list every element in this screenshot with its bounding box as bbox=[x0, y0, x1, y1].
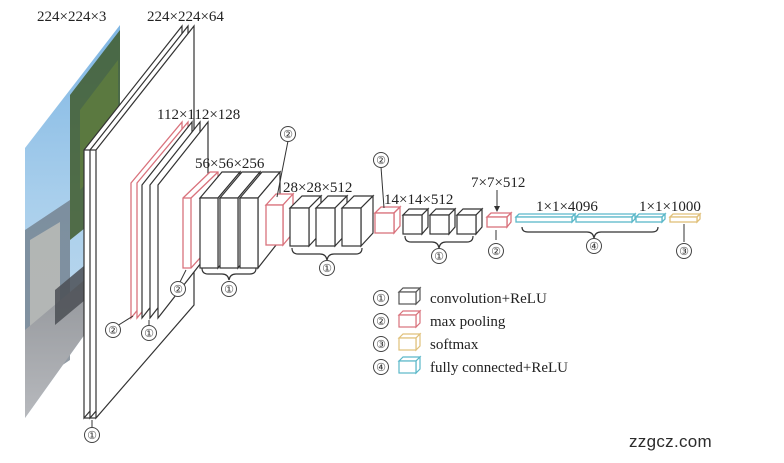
marker-block3-pool: ② bbox=[283, 129, 293, 141]
label-pool5-dims: 7×7×512 bbox=[471, 175, 525, 191]
legend-cube-conv-icon bbox=[397, 286, 422, 306]
legend-item-fc: ④ fully connected+ReLU bbox=[373, 355, 568, 376]
label-output-dims: 1×1×1000 bbox=[639, 199, 701, 215]
marker-block2-conv: ① bbox=[144, 328, 154, 340]
softmax-layer bbox=[668, 212, 702, 224]
legend-cube-fc-icon bbox=[397, 355, 422, 375]
legend-item-softmax: ③ softmax bbox=[373, 332, 479, 353]
block4-pool-cube bbox=[373, 205, 402, 235]
circle-markers bbox=[84, 126, 692, 443]
marker-block5-conv: ① bbox=[434, 251, 444, 263]
block5-conv-cubes bbox=[401, 207, 484, 236]
leader-lines bbox=[91, 140, 685, 428]
legend-marker-fc: ④ bbox=[376, 362, 386, 374]
marker-block4-conv: ① bbox=[322, 263, 332, 275]
marker-fc: ④ bbox=[589, 241, 599, 253]
label-block2-dims: 112×112×128 bbox=[157, 107, 240, 123]
block4-conv-cubes bbox=[288, 194, 375, 248]
marker-block1-pool: ② bbox=[108, 325, 118, 337]
label-input-dims: 224×224×3 bbox=[37, 9, 106, 25]
label-block5-dims: 14×14×512 bbox=[384, 192, 453, 208]
marker-block2-pool: ② bbox=[173, 284, 183, 296]
legend-marker-softmax: ③ bbox=[376, 339, 386, 351]
legend-marker-conv: ① bbox=[376, 293, 386, 305]
legend: ① convolution+ReLU ② max pooling bbox=[373, 286, 568, 376]
legend-item-conv: ① convolution+ReLU bbox=[373, 286, 547, 307]
block3-pool-cube bbox=[264, 192, 295, 247]
label-block4-dims: 28×28×512 bbox=[283, 180, 352, 196]
legend-cube-pool-icon bbox=[397, 309, 422, 329]
block5-pool-cube bbox=[485, 211, 513, 229]
legend-cube-softmax-icon bbox=[397, 332, 422, 352]
legend-label-pool: max pooling bbox=[430, 314, 506, 330]
marker-input-conv: ① bbox=[87, 430, 97, 442]
circle-marker-labels: ① ② ① ② ① ② ① ② ① ② ④ ③ bbox=[87, 129, 689, 442]
marker-block5-pool: ② bbox=[491, 246, 501, 258]
legend-item-pool: ② max pooling bbox=[373, 309, 506, 330]
watermark-text: zzgcz.com bbox=[629, 432, 712, 451]
marker-softmax: ③ bbox=[679, 246, 689, 258]
label-block3-dims: 56×56×256 bbox=[195, 156, 265, 172]
dimension-labels: 224×224×3 224×224×64 112×112×128 56×56×2… bbox=[37, 9, 701, 215]
legend-label-conv: convolution+ReLU bbox=[430, 291, 547, 307]
label-block1-dims: 224×224×64 bbox=[147, 9, 224, 25]
fc-layers bbox=[514, 212, 667, 224]
marker-block4-pool: ② bbox=[376, 155, 386, 167]
marker-block3-conv: ① bbox=[224, 284, 234, 296]
legend-label-fc: fully connected+ReLU bbox=[430, 360, 568, 376]
input-image bbox=[25, 25, 120, 418]
label-fc-dims: 1×1×4096 bbox=[536, 199, 598, 215]
legend-label-softmax: softmax bbox=[430, 337, 479, 353]
legend-marker-pool: ② bbox=[376, 316, 386, 328]
